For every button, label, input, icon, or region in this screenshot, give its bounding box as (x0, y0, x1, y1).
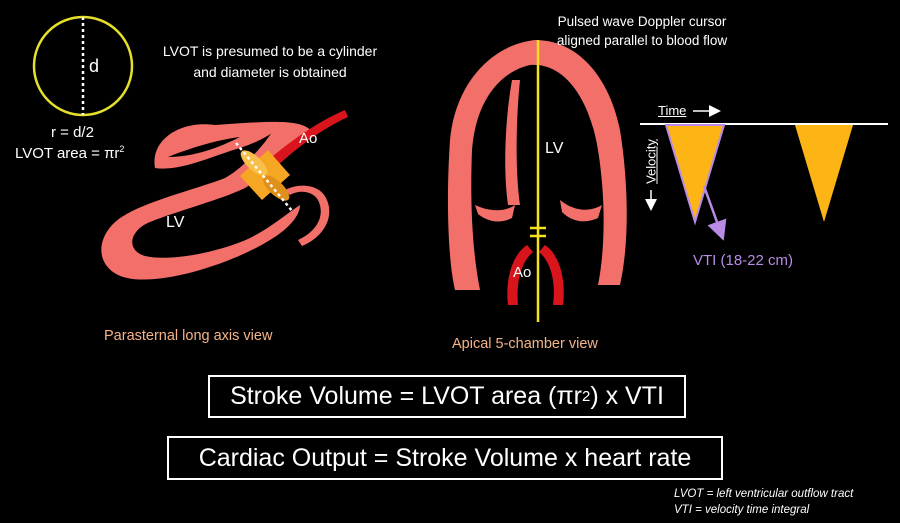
doppler-envelope-1 (664, 124, 726, 226)
lvot-note-line2: and diameter is obtained (193, 64, 347, 80)
diameter-label: d (89, 56, 100, 76)
apical-lv-label: LV (545, 140, 564, 157)
doppler-tracing (640, 105, 888, 241)
doppler-cursor-note-line2: aligned parallel to blood flow (556, 33, 728, 48)
lvot-area-prefix: LVOT area = πr (15, 145, 120, 162)
plax-heart (101, 110, 348, 280)
lvot-note-line1: LVOT is presumed to be a cylinder (162, 43, 378, 59)
lvot-area-formula: LVOT area = πr2 (15, 144, 125, 163)
plax-lv-label: LV (166, 214, 185, 231)
legend-vti: VTI = velocity time integral (674, 504, 810, 516)
lvot-area-exp: 2 (119, 144, 125, 154)
stroke-volume-prefix: Stroke Volume = LVOT area (πr (230, 382, 582, 410)
apical-right-leaflet (560, 200, 602, 222)
radius-formula: r = d/2 (51, 124, 94, 141)
vti-label: VTI (18-22 cm) (693, 252, 794, 269)
lvot-cross-section (32, 15, 134, 117)
apical-caption: Apical 5-chamber view (452, 336, 598, 352)
apical-left-leaflet (475, 205, 515, 222)
cardiac-output-formula: Cardiac Output = Stroke Volume x heart r… (167, 436, 723, 480)
plax-inner-cavity (168, 137, 240, 157)
legend-lvot: LVOT = left ventricular outflow tract (674, 488, 854, 500)
stroke-volume-suffix: ) x VTI (590, 382, 664, 410)
plax-caption: Parasternal long axis view (104, 328, 273, 344)
plax-aorta (262, 110, 348, 172)
plax-aorta-lower (285, 185, 330, 246)
time-label: Time (658, 103, 687, 118)
doppler-envelope-2 (795, 125, 853, 222)
plax-ao-label: Ao (299, 130, 318, 147)
plax-diameter-line (235, 142, 294, 213)
vti-arrow (702, 185, 727, 241)
apical-septum (505, 80, 520, 205)
apical-aorta (507, 245, 564, 305)
apical-heart (447, 40, 627, 322)
doppler-cursor-note-line1: Pulsed wave Doppler cursor (557, 14, 727, 29)
apical-ao-label: Ao (513, 264, 532, 281)
abbreviation-legend: LVOT = left ventricular outflow tract VT… (674, 486, 853, 518)
apical-myocardium (447, 40, 627, 290)
cardiac-output-text: Cardiac Output = Stroke Volume x heart r… (198, 443, 692, 472)
velocity-label: Velocity (643, 139, 659, 184)
